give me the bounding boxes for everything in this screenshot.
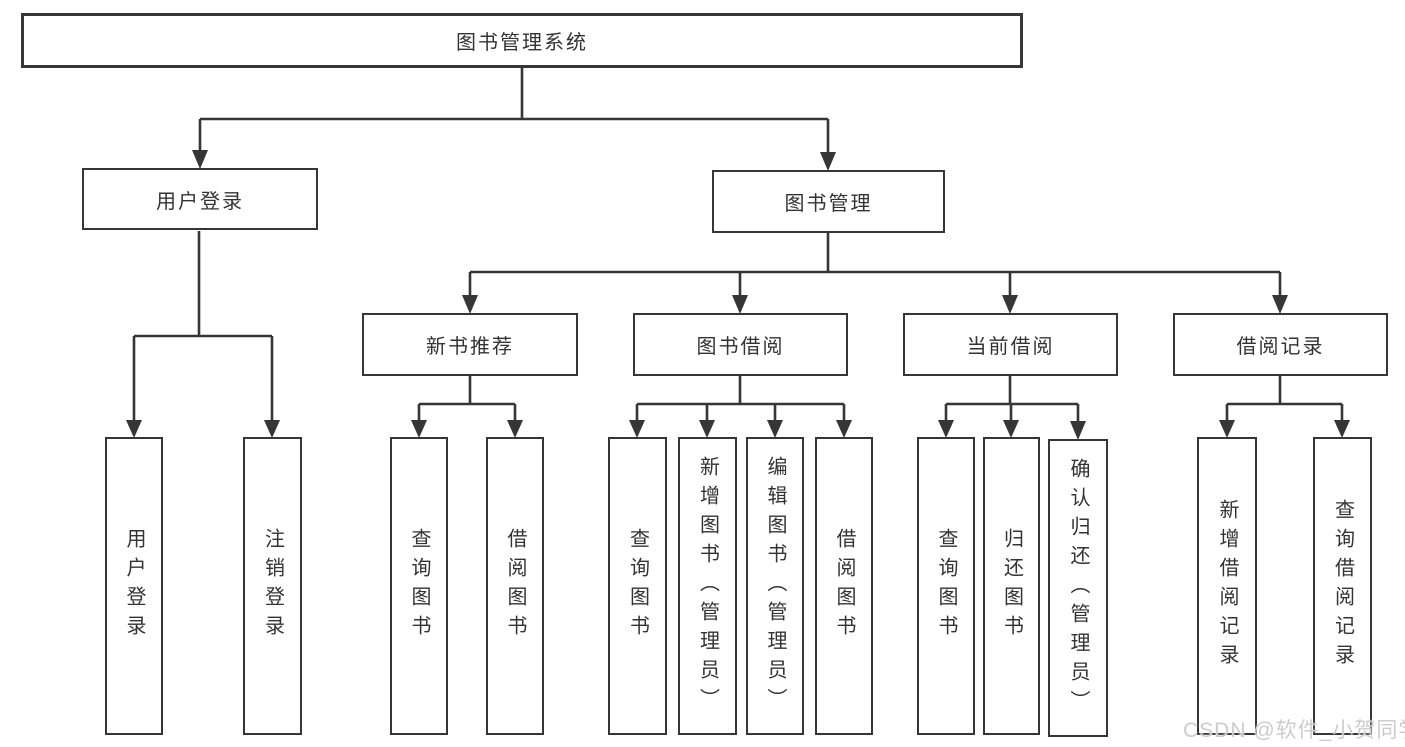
- node-borrow-records: 借阅记录: [1173, 313, 1388, 376]
- leaf-query-borrow-record-label: 查询借阅记录: [1331, 499, 1354, 673]
- branch-new-books: [411, 376, 523, 438]
- leaf-borrow-query-books-label: 查询图书: [626, 528, 649, 644]
- branch-book-mgmt: [462, 233, 1288, 314]
- branch-borrow-records: [1219, 376, 1350, 438]
- leaf-add-books-admin-label: 新增图书（管理员）: [696, 455, 719, 717]
- leaf-borrow-books-label: 借阅图书: [833, 528, 855, 644]
- node-root-system: 图书管理系统: [21, 13, 1023, 68]
- leaf-return-books-label: 归还图书: [1000, 528, 1023, 644]
- leaf-add-borrow-record: 新增借阅记录: [1197, 437, 1257, 735]
- branch-root: [192, 68, 836, 171]
- leaf-newbooks-borrow-books-label: 借阅图书: [504, 528, 526, 644]
- node-root-system-label: 图书管理系统: [456, 32, 588, 54]
- leaf-user-login: 用户登录: [105, 437, 163, 735]
- node-user-login: 用户登录: [82, 168, 318, 230]
- leaf-confirm-return-admin: 确认归还（管理员）: [1048, 439, 1108, 737]
- leaf-add-borrow-record-label: 新增借阅记录: [1216, 499, 1238, 673]
- branch-current-borrow: [938, 376, 1086, 440]
- node-book-management-label: 图书管理: [784, 193, 873, 215]
- node-user-login-label: 用户登录: [156, 190, 244, 213]
- leaf-current-query-books-label: 查询图书: [935, 528, 957, 644]
- node-new-book-recommend: 新书推荐: [362, 313, 578, 376]
- node-current-borrow: 当前借阅: [903, 313, 1118, 376]
- leaf-add-books-admin: 新增图书（管理员）: [678, 437, 737, 735]
- node-book-management: 图书管理: [712, 170, 945, 233]
- node-current-borrow-label: 当前借阅: [966, 336, 1055, 358]
- node-book-borrow: 图书借阅: [633, 313, 848, 376]
- leaf-borrow-query-books: 查询图书: [608, 437, 667, 735]
- branch-user-login: [126, 231, 280, 438]
- leaf-edit-books-admin-label: 编辑图书（管理员）: [764, 455, 786, 717]
- watermark: CSDN @软件_小贺同学: [1183, 719, 1405, 742]
- leaf-logout-label: 注销登录: [261, 528, 284, 644]
- leaf-return-books: 归还图书: [983, 437, 1040, 735]
- leaf-edit-books-admin: 编辑图书（管理员）: [746, 437, 804, 735]
- leaf-confirm-return-admin-label: 确认归还（管理员）: [1067, 457, 1089, 719]
- leaf-query-borrow-record: 查询借阅记录: [1313, 437, 1372, 735]
- node-new-book-recommend-label: 新书推荐: [426, 336, 514, 358]
- leaf-newbooks-borrow-books: 借阅图书: [486, 437, 544, 735]
- node-book-borrow-label: 图书借阅: [696, 336, 785, 358]
- node-borrow-records-label: 借阅记录: [1236, 336, 1325, 358]
- leaf-current-query-books: 查询图书: [917, 437, 975, 735]
- leaf-newbooks-query-books: 查询图书: [390, 437, 448, 735]
- branch-book-borrow: [629, 376, 852, 438]
- leaf-newbooks-query-books-label: 查询图书: [408, 528, 430, 644]
- leaf-borrow-books: 借阅图书: [815, 437, 873, 735]
- leaf-logout: 注销登录: [243, 437, 302, 735]
- leaf-user-login-label: 用户登录: [123, 528, 145, 644]
